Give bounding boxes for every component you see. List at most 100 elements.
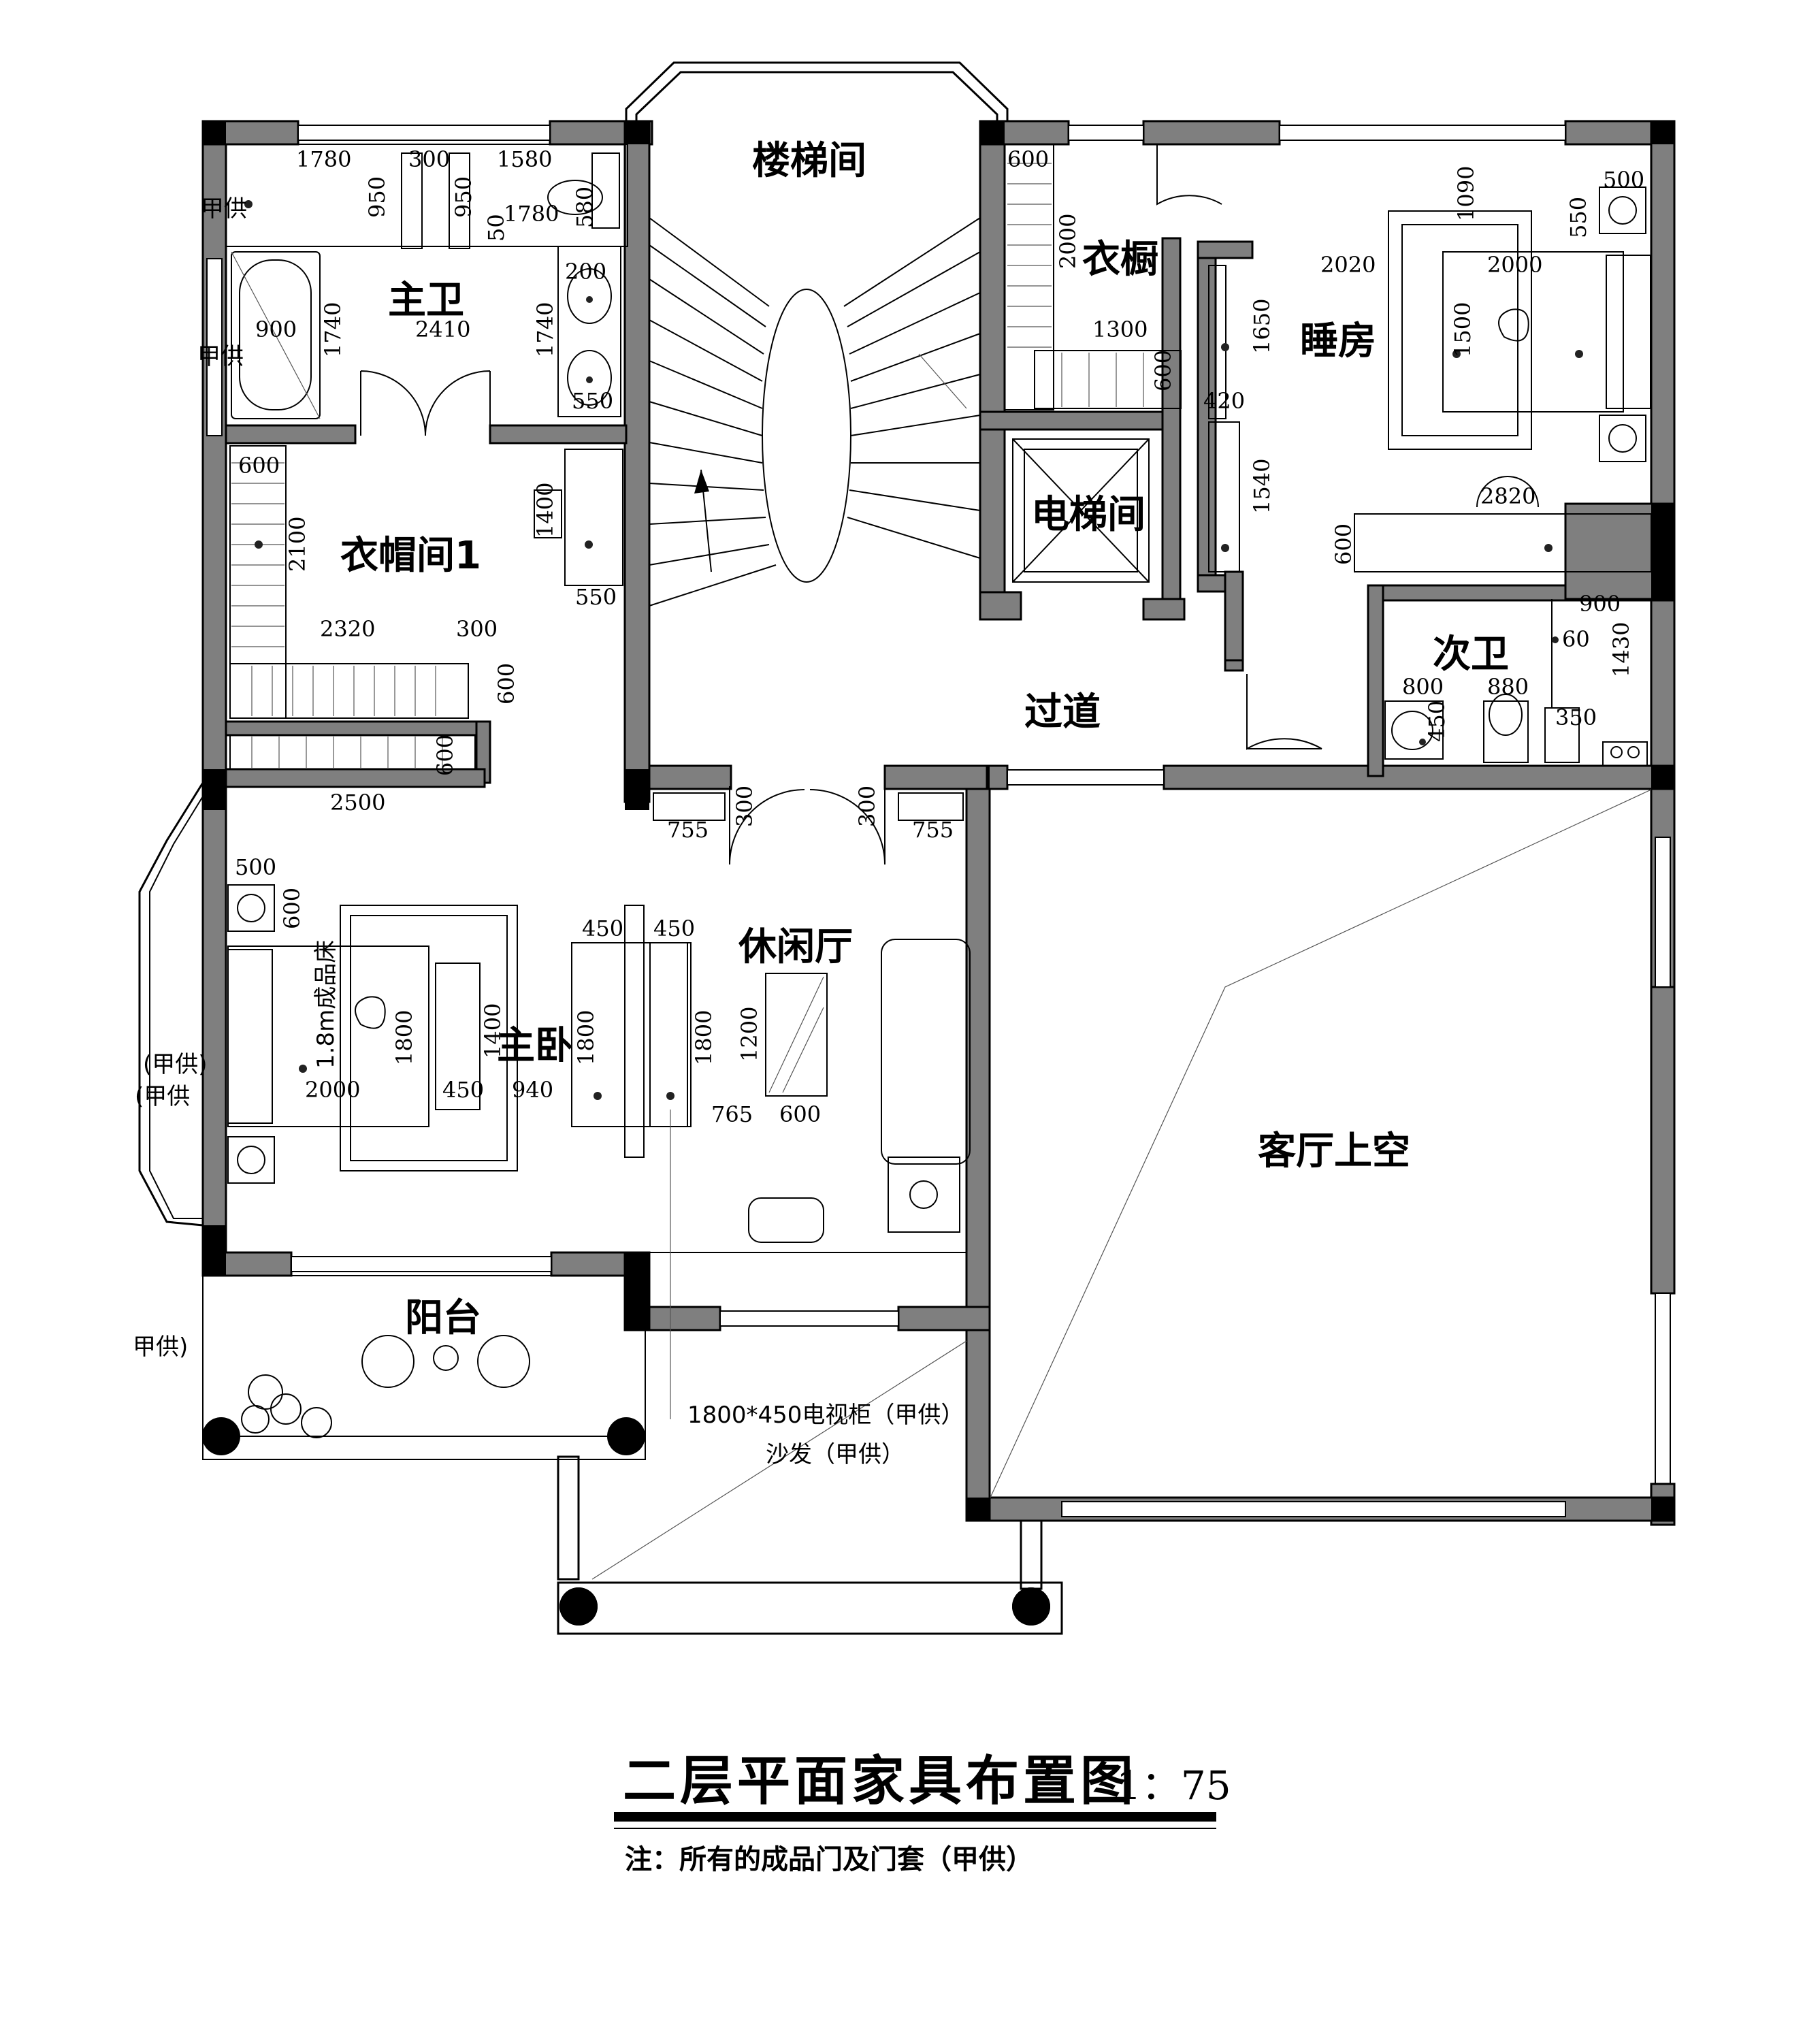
dimension-label: 600: [238, 453, 280, 479]
dimension-label: 1740: [320, 302, 346, 357]
dimension-label: 600: [432, 734, 458, 776]
dimension-label: 2000: [305, 1077, 360, 1103]
dimension-label: 1430: [1608, 622, 1634, 677]
dimension-label: 950: [451, 176, 476, 218]
master-bedroom-furniture: [227, 884, 518, 1184]
dimension-label: 450: [1424, 700, 1450, 742]
dimension-label: 200: [565, 259, 606, 285]
dimension-label: 950: [364, 176, 390, 218]
dimension-label: 2320: [320, 616, 375, 642]
room-labels: 楼梯间 主卫 衣橱 睡房 衣帽间1 电梯间 次卫 过道 休闲厅 主卧 客厅上空 …: [340, 139, 1509, 1340]
dimension-label: 1400: [480, 1003, 506, 1058]
dimension-label: 300: [854, 786, 880, 827]
supplied-label: (甲供: [135, 1083, 190, 1110]
stair-bay-window: [625, 61, 1009, 123]
dimension-label: 600: [1007, 146, 1049, 172]
dimension-label: 1780: [296, 146, 351, 172]
dimension-label: 1740: [532, 302, 558, 357]
dimension-label: 300: [408, 146, 450, 172]
dimension-label: 580: [572, 187, 598, 228]
dimension-label: 765: [711, 1101, 753, 1127]
dimension-label: 900: [1579, 591, 1621, 617]
dimension-label: 550: [1565, 197, 1591, 238]
room-label-lounge: 休闲厅: [738, 925, 853, 969]
drawing-title: 二层平面家具布置图: [623, 1750, 1137, 1812]
dimension-label: 2020: [1320, 252, 1376, 278]
dimension-label: 550: [572, 388, 613, 414]
dimension-label: 50: [483, 214, 509, 242]
dimension-label: 1400: [532, 483, 558, 538]
dimension-label: 500: [1603, 167, 1644, 193]
master-bath-fixtures: [225, 144, 628, 436]
annotation-labels: 1.8m成品床 甲供 甲供 (甲供) (甲供 甲供) 1800*450电视柜（甲…: [133, 195, 964, 1468]
dimension-label: 2820: [1480, 483, 1535, 509]
dimension-label: 800: [1402, 674, 1444, 700]
dimension-label: 1580: [497, 146, 552, 172]
living-void-lines: [591, 789, 1652, 1580]
interior-walls: [225, 237, 1676, 790]
dimension-label: 1800: [691, 1010, 717, 1065]
dimension-label: 600: [279, 888, 305, 929]
supplied-label: 甲供: [197, 343, 244, 370]
dimension-label: 2500: [330, 790, 385, 815]
dimension-label: 940: [512, 1077, 553, 1103]
dimension-label: 350: [1555, 705, 1597, 730]
drawing-footnote: 注：所有的成品门及门套（甲供）: [625, 1844, 1033, 1875]
supplied-label: 甲供): [133, 1333, 188, 1361]
dimension-label: 1780: [504, 201, 559, 227]
dimension-label: 600: [1331, 523, 1356, 565]
dimension-label: 1800: [573, 1010, 599, 1065]
second-bath-fixtures: [1384, 599, 1648, 766]
dimension-label: 755: [912, 817, 954, 843]
room-label-stair: 楼梯间: [752, 139, 866, 183]
bed-note: 1.8m成品床: [312, 940, 340, 1069]
dimension-label: 1800: [391, 1010, 417, 1065]
dimension-label: 755: [667, 817, 709, 843]
dimension-label: 420: [1203, 388, 1245, 414]
drawing-scale: 1：75: [1116, 1762, 1231, 1809]
dimension-label: 450: [582, 916, 623, 941]
room-label-corridor: 过道: [1024, 690, 1101, 734]
dimension-label: 450: [653, 916, 695, 941]
room-label-living-void: 客厅上空: [1258, 1129, 1410, 1174]
dimension-label: 600: [493, 663, 519, 705]
dimension-label: 1650: [1249, 299, 1275, 354]
dimension-label: 550: [575, 584, 617, 610]
dimension-label: 1090: [1453, 166, 1479, 221]
room-label-bedroom: 睡房: [1300, 319, 1376, 363]
supplied-label: 甲供: [201, 195, 247, 223]
dimension-label: 500: [235, 854, 276, 880]
dimension-label: 880: [1487, 674, 1529, 700]
room-label-balcony: 阳台: [405, 1296, 481, 1340]
dimension-label: 1300: [1092, 317, 1148, 342]
room-label-cloakroom: 衣帽间1: [340, 534, 481, 578]
dimension-label: 1540: [1249, 459, 1275, 514]
cloakroom-wardrobes: [229, 445, 623, 770]
dimension-label: 300: [456, 616, 498, 642]
supplied-label: (甲供): [143, 1051, 208, 1078]
room-label-elevator: 电梯间: [1031, 493, 1145, 537]
dimension-label: 60: [1562, 626, 1590, 652]
lounge-furniture: [571, 786, 971, 1253]
dimension-label: 1500: [1450, 302, 1476, 357]
dimension-labels: 1780 300 1580 950 950 1780 50 580 900 17…: [235, 146, 1644, 1127]
dimension-label: 1200: [736, 1007, 762, 1062]
balcony: [138, 782, 1063, 1635]
bedroom-furniture: [1208, 187, 1652, 572]
closet-elevator: [1004, 144, 1322, 750]
dimension-label: 450: [442, 1077, 484, 1103]
dimension-label: 900: [255, 317, 297, 342]
tv-cabinet-note: 1800*450电视柜（甲供）: [687, 1402, 964, 1429]
room-label-master-bedroom: 主卧: [497, 1024, 573, 1068]
dimension-label: 2410: [415, 317, 470, 342]
room-label-closet: 衣橱: [1082, 238, 1158, 282]
sofa-note: 沙发（甲供）: [766, 1441, 905, 1468]
title-block: 二层平面家具布置图 1：75 注：所有的成品门及门套（甲供）: [614, 1750, 1231, 1875]
dimension-label: 300: [732, 786, 758, 827]
dimension-label: 2100: [285, 517, 310, 572]
dimension-label: 600: [1150, 350, 1176, 391]
dimension-label: 2000: [1487, 252, 1542, 278]
room-label-second-bath: 次卫: [1433, 632, 1509, 677]
room-label-master-bath: 主卫: [388, 278, 464, 323]
